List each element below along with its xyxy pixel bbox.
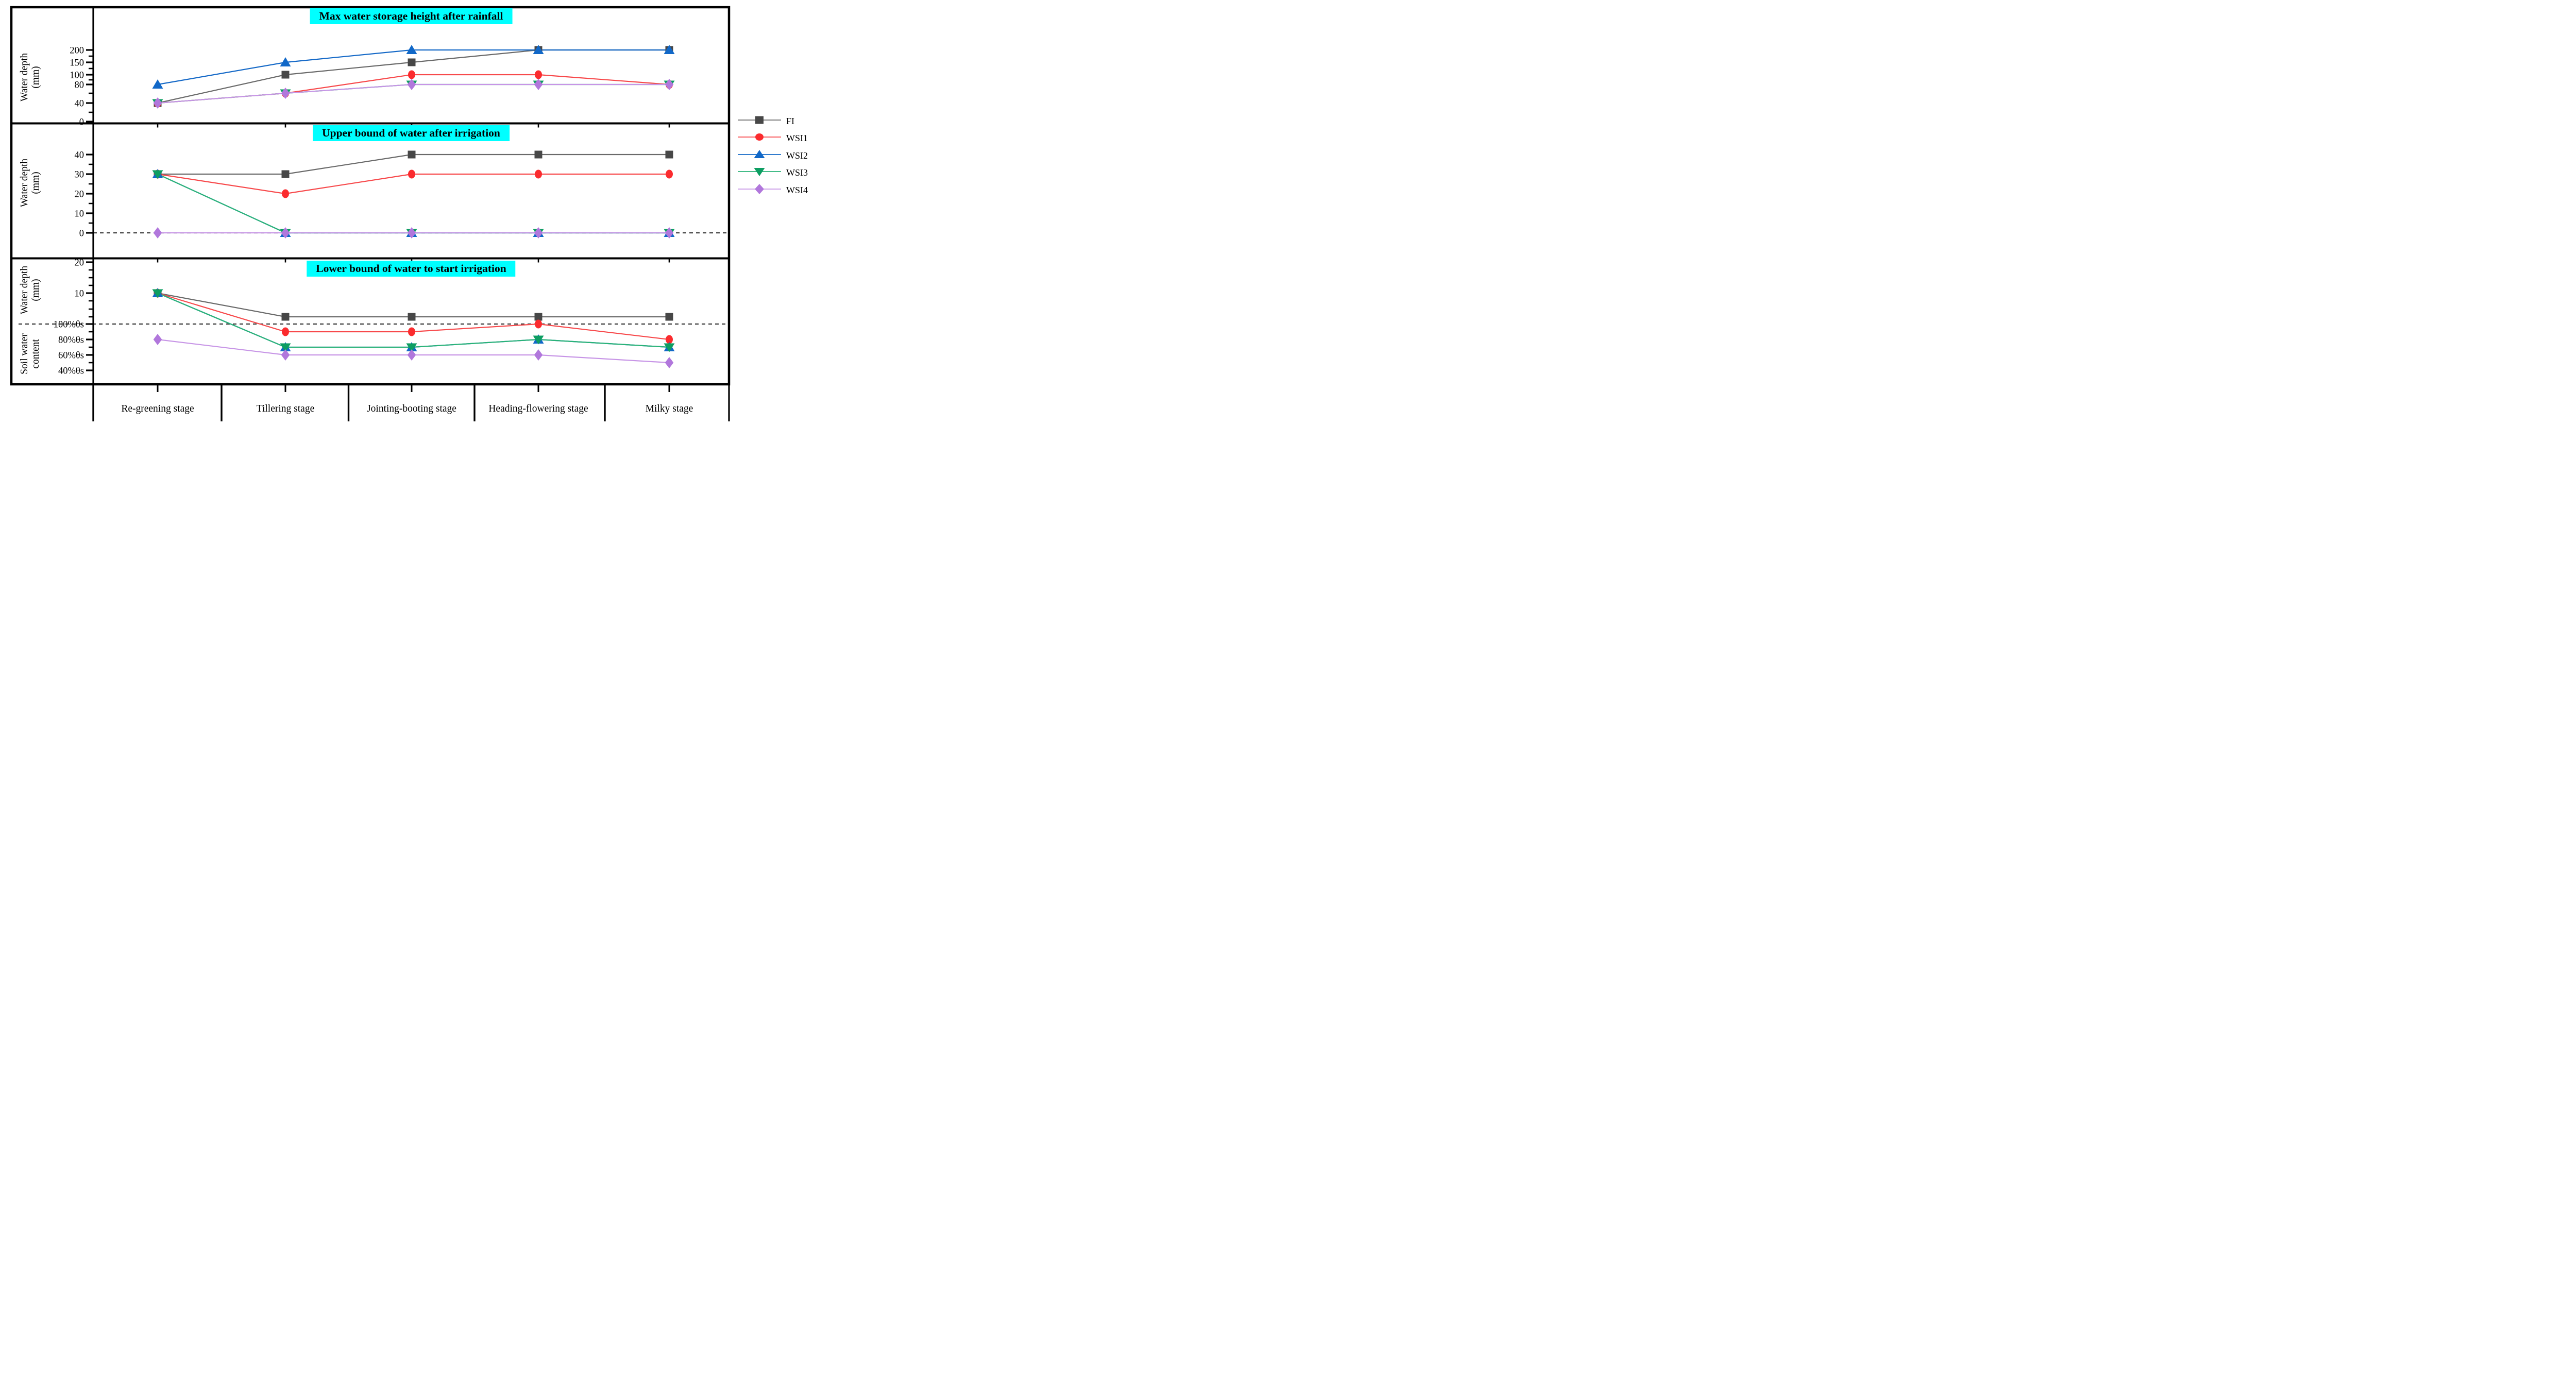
marker-WSI2-panel1-pt5 — [664, 45, 675, 54]
marker-WSI4-panel2-pt3 — [407, 227, 416, 239]
panel2-title: Upper bound of water after irrigation — [313, 125, 510, 141]
marker-FI-panel2-pt2 — [281, 170, 290, 178]
legend-triangle-down-icon — [738, 168, 781, 176]
series-line-WSI2-panel2 — [157, 174, 669, 234]
marker-WSI1-panel2-pt2 — [282, 189, 289, 198]
tick-label-panel3: 20 — [75, 258, 84, 268]
marker-WSI2-panel1-pt2 — [280, 57, 291, 66]
marker-WSI1-panel3-pt2 — [282, 327, 289, 336]
marker-WSI4-panel1-pt1 — [153, 97, 162, 109]
tick-label-panel2: 40 — [75, 150, 84, 161]
marker-WSI4-panel3-pt2 — [281, 349, 290, 361]
x-category-milky: Milky stage — [645, 403, 693, 414]
tick-label-panel2: 10 — [75, 209, 84, 219]
marker-WSI1-panel2-pt3 — [408, 169, 415, 179]
tick-label-panel3: 10 — [75, 289, 84, 299]
legend-circle-icon — [738, 133, 781, 141]
tick-label-panel3: 60%θs — [58, 351, 84, 361]
legend-circle-icon — [737, 131, 782, 146]
marker-FI-panel1-pt3 — [408, 58, 416, 66]
tick-label-panel1: 0 — [79, 117, 84, 128]
tick-label-panel1: 200 — [70, 46, 84, 56]
marker-WSI1-panel3-pt5 — [666, 335, 673, 344]
marker-WSI4-panel2-pt1 — [153, 227, 162, 239]
tick-label-panel1: 150 — [70, 58, 84, 69]
marker-WSI3-panel3-pt4 — [533, 335, 544, 345]
marker-FI-panel2-pt3 — [408, 150, 416, 159]
marker-FI-panel3-pt3 — [408, 313, 416, 321]
x-category-jointing-booting: Jointing-booting stage — [367, 403, 456, 414]
marker-FI-panel1-pt2 — [281, 71, 290, 79]
chart-canvas: 200150100804004030201002010100%θs80%θs60… — [10, 6, 731, 421]
panel1-y-axis-label: Water depth(mm) — [19, 53, 41, 102]
x-category-tillering: Tillering stage — [256, 403, 315, 414]
marker-WSI1-panel3-pt3 — [408, 327, 415, 336]
marker-WSI1-panel3-pt4 — [535, 319, 542, 329]
marker-WSI1-panel1-pt3 — [408, 70, 415, 79]
marker-WSI1-panel2-pt4 — [535, 169, 542, 179]
legend-triangle-up-icon — [738, 149, 781, 158]
marker-WSI4-panel1-pt4 — [534, 79, 543, 90]
panel2-y-axis-label: Water depth(mm) — [19, 158, 41, 208]
tick-label-panel2: 20 — [75, 190, 84, 200]
marker-WSI4-panel2-pt2 — [281, 227, 290, 239]
marker-WSI4-panel3-pt5 — [665, 357, 674, 368]
figure-outer-border — [10, 6, 731, 386]
marker-WSI4-panel1-pt3 — [407, 79, 416, 90]
legend-item-WSI3: WSI3 — [737, 167, 808, 179]
legend-item-WSI1: WSI1 — [737, 132, 808, 145]
tick-label-panel3: 80%θs — [58, 335, 84, 346]
legend-item-WSI4: WSI4 — [737, 183, 808, 198]
marker-WSI3-panel2-pt1 — [152, 170, 163, 179]
marker-WSI3-panel3-pt1 — [152, 289, 163, 298]
legend-square-icon — [738, 116, 781, 124]
legend-square-icon — [737, 114, 782, 129]
marker-WSI4-panel3-pt4 — [534, 349, 543, 361]
marker-FI-panel2-pt4 — [534, 150, 543, 159]
marker-WSI3-panel3-pt2 — [280, 343, 291, 352]
legend-item-FI: FI — [737, 115, 794, 127]
marker-WSI2-panel1-pt4 — [533, 45, 544, 54]
x-category-heading-flowering: Heading-flowering stage — [488, 403, 588, 414]
legend-diamond-icon — [738, 183, 781, 194]
tick-label-panel3: 40%θs — [58, 366, 84, 377]
marker-WSI4-panel3-pt1 — [153, 334, 162, 345]
panel3-water-depth-axis-label: Water depth(mm) — [19, 265, 41, 315]
panel3-title: Lower bound of water to start irrigation — [307, 261, 516, 277]
marker-WSI4-panel2-pt5 — [665, 227, 674, 239]
tick-label-panel2: 0 — [79, 229, 84, 239]
tick-label-panel1: 40 — [75, 99, 84, 109]
marker-WSI2-panel1-pt1 — [152, 79, 163, 89]
x-category-re-greening: Re-greening stage — [121, 403, 194, 414]
tick-label-panel1: 80 — [75, 80, 84, 91]
panel1-title: Max water storage height after rainfall — [310, 8, 513, 24]
marker-WSI3-panel3-pt5 — [664, 343, 675, 352]
tick-label-panel1: 100 — [70, 71, 84, 81]
legend-item-WSI2: WSI2 — [737, 149, 808, 162]
tick-label-panel3: 100%θs — [54, 320, 84, 330]
marker-WSI4-panel2-pt4 — [534, 227, 543, 239]
marker-WSI2-panel1-pt3 — [406, 45, 417, 54]
marker-FI-panel2-pt5 — [665, 150, 673, 159]
series-line-WSI1-panel1 — [157, 74, 670, 104]
tick-label-panel2: 30 — [75, 170, 84, 180]
marker-WSI4-panel1-pt2 — [281, 88, 290, 99]
legend-triangle-down-icon — [737, 165, 782, 180]
marker-WSI4-panel3-pt3 — [407, 349, 416, 361]
marker-FI-panel3-pt2 — [281, 313, 290, 321]
legend-diamond-icon — [737, 183, 782, 198]
marker-WSI1-panel1-pt4 — [535, 70, 542, 79]
marker-WSI4-panel1-pt5 — [665, 79, 674, 90]
legend-triangle-up-icon — [737, 148, 782, 163]
marker-WSI3-panel3-pt3 — [406, 343, 417, 352]
marker-FI-panel3-pt4 — [534, 313, 543, 321]
marker-WSI1-panel2-pt5 — [666, 169, 673, 179]
marker-FI-panel3-pt5 — [665, 313, 673, 321]
series-line-WSI3-panel2 — [157, 174, 669, 234]
